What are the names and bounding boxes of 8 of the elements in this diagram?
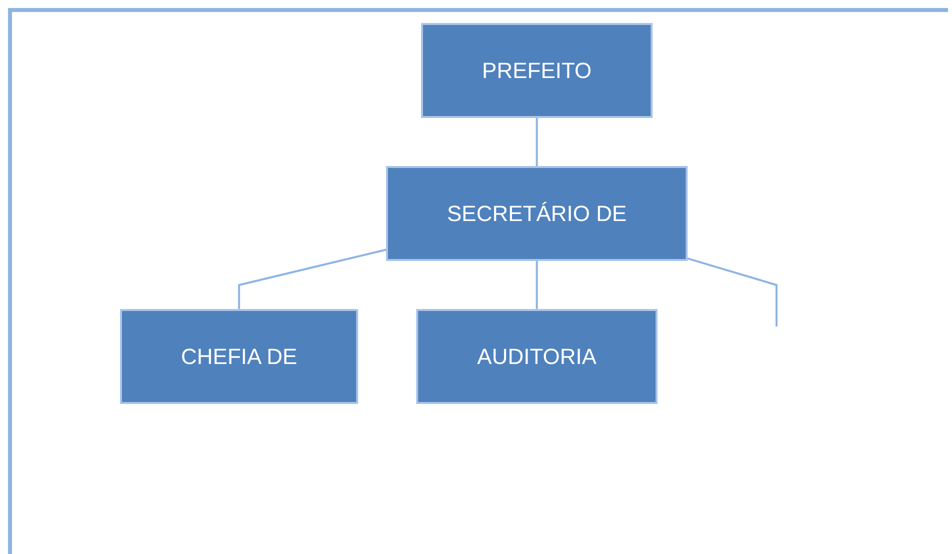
node-box: CHEFIA DE bbox=[120, 309, 358, 404]
node-box: PREFEITO bbox=[421, 23, 653, 118]
node-box: SECRETÁRIO DE bbox=[386, 166, 688, 261]
connector bbox=[238, 248, 388, 310]
node-box: AUDITORIA bbox=[416, 309, 658, 404]
connector bbox=[686, 257, 778, 326]
connector bbox=[536, 260, 538, 310]
connector bbox=[536, 117, 538, 167]
